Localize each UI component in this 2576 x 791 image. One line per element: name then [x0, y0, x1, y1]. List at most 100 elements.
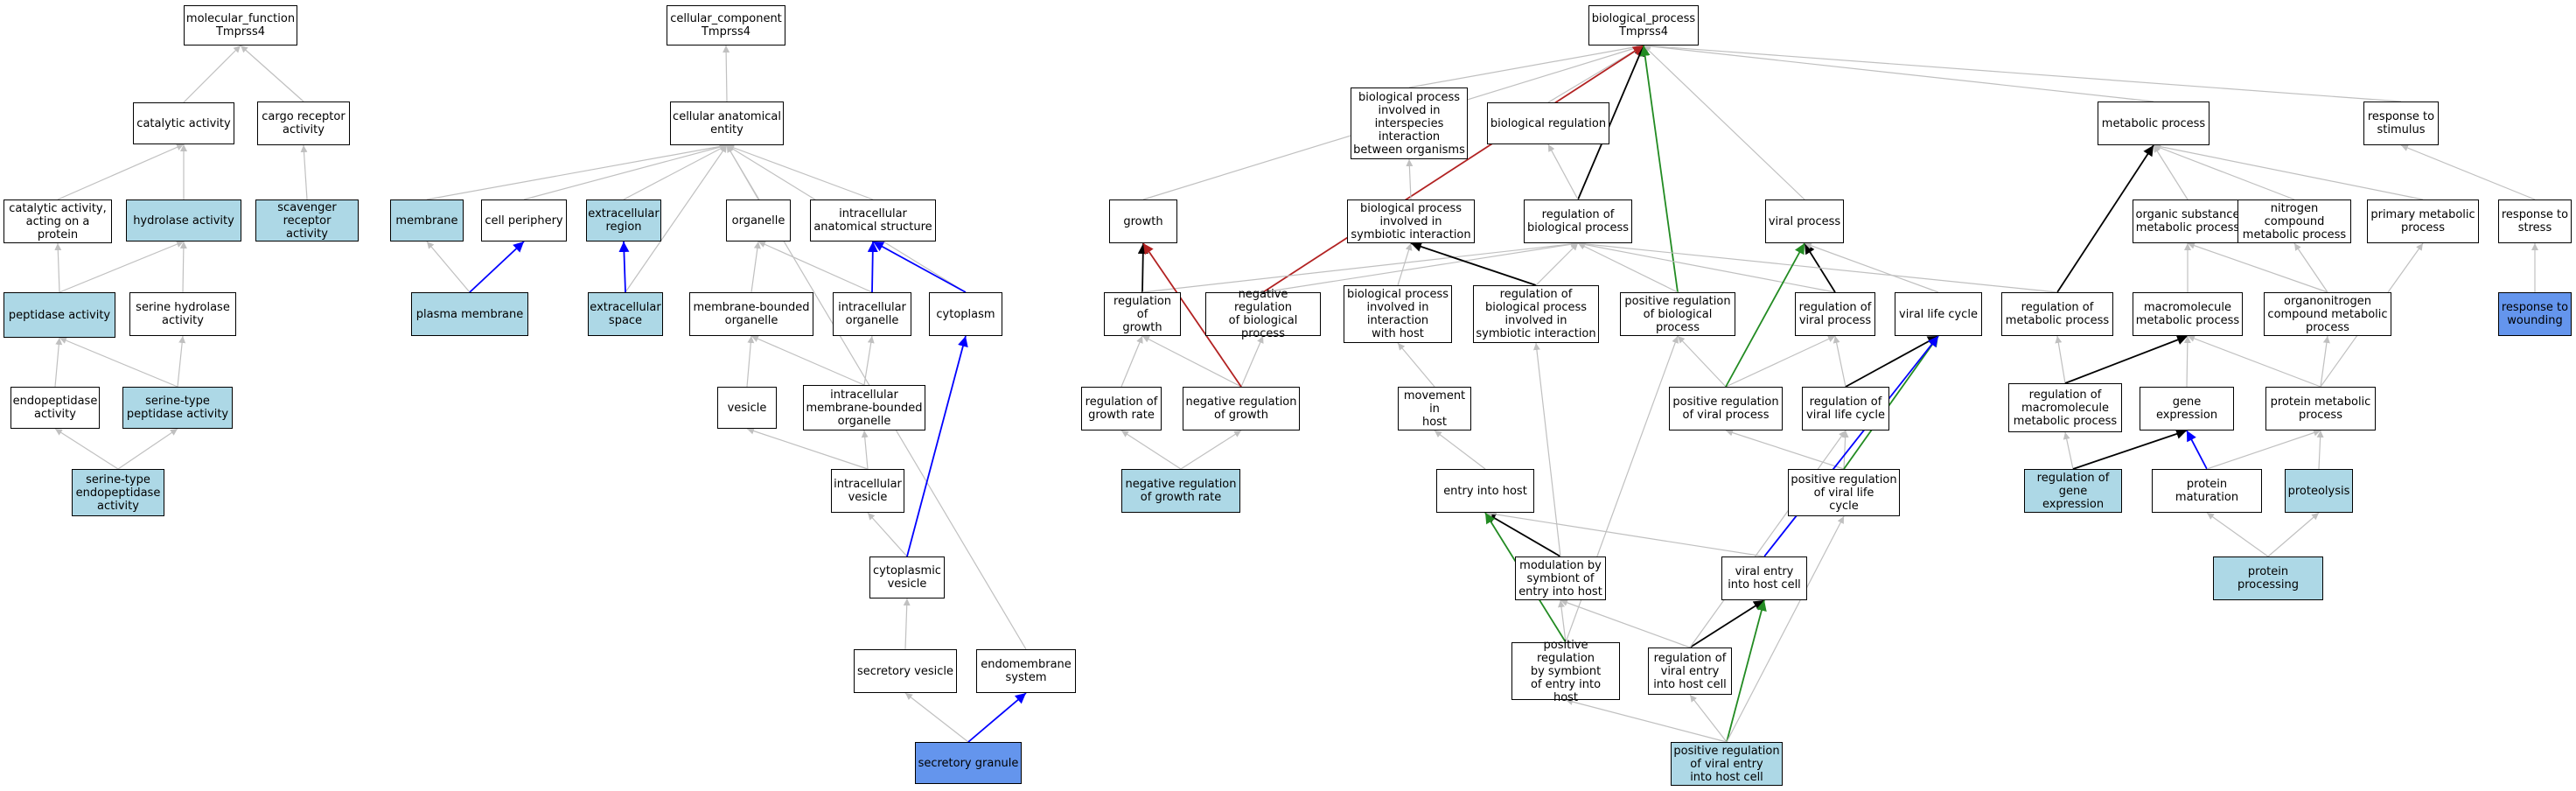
node-positive-regulation-of-viral-life-cycle: positive regulation of viral life cycle	[1788, 469, 1900, 516]
node-regulation-bp-symbiotic-interaction: regulation of biological process involve…	[1473, 285, 1599, 343]
edge-cv-to-iv	[867, 512, 908, 557]
edge-rgr-to-rgrowth	[1120, 335, 1143, 388]
edge-nrbp-to-bp	[1262, 45, 1644, 293]
edge-ias-to-cae	[726, 144, 874, 200]
node-movement-in-host: movement in host	[1398, 387, 1471, 430]
node-bp-interspecies-interaction: biological process involved in interspec…	[1351, 88, 1468, 159]
node-entry-into-host: entry into host	[1436, 469, 1534, 513]
edge-sg-to-sv	[904, 692, 969, 743]
edge-serendo-to-endop	[54, 428, 119, 470]
node-gene-expression: gene expression	[2140, 387, 2234, 430]
node-endopeptidase-activity: endopeptidase activity	[10, 387, 100, 429]
node-peptidase-activity: peptidase activity	[3, 292, 115, 338]
edge-prbp-to-bp	[1639, 45, 1679, 293]
edge-rvlc-to-vlc	[1845, 335, 1939, 388]
edge-pmemb-to-cper	[469, 241, 525, 293]
node-regulation-of-growth: regulation of growth	[1104, 292, 1181, 336]
edge-rgrowth-to-growth	[1137, 242, 1148, 293]
node-nitrogen-compound-metabolic-process: nitrogen compound metabolic process	[2237, 200, 2351, 243]
node-plasma-membrane: plasma membrane	[411, 292, 528, 336]
node-response-to-stress: response to stress	[2498, 200, 2572, 243]
edge-rmmp-to-rmp	[2055, 335, 2066, 384]
edge-protmp-to-mmp	[2187, 335, 2321, 388]
edge-rgrowth-to-rbp	[1141, 240, 1579, 293]
node-negative-regulation-of-biological-process: negative regulation of biological proces…	[1205, 288, 1321, 340]
node-cellular-anatomical-entity: cellular anatomical entity	[670, 102, 784, 145]
node-organonitrogen-compound-metabolic-process: organonitrogen compound metabolic proces…	[2264, 292, 2391, 336]
edge-bphost-to-bpsym	[1397, 242, 1413, 286]
node-protein-maturation: protein maturation	[2152, 469, 2262, 513]
edge-imbo-to-io	[863, 335, 875, 386]
edge-nrg-to-nrbp	[1240, 335, 1264, 388]
edge-vesic-to-mbo	[746, 335, 755, 388]
node-secretory-granule: secretory granule	[915, 742, 1022, 784]
edge-cyto-to-ias	[872, 241, 967, 293]
node-catalytic-activity: catalytic activity	[133, 102, 234, 144]
node-regulation-of-gene-expression: regulation of gene expression	[2024, 469, 2122, 513]
edge-veih-to-eih	[1484, 510, 1765, 557]
node-cargo-receptor-activity: cargo receptor activity	[257, 102, 350, 145]
node-regulation-of-macromolecule-metabolic-process: regulation of macromolecule metabolic pr…	[2008, 383, 2122, 432]
node-serine-type-endopeptidase-activity: serine-type endopeptidase activity	[72, 469, 164, 516]
edge-vp-to-bp	[1643, 45, 1805, 200]
node-viral-life-cycle: viral life cycle	[1895, 292, 1982, 336]
node-biological-regulation: biological regulation	[1487, 102, 1609, 144]
edge-sg-to-endo	[967, 692, 1027, 743]
node-metabolic-process: metabolic process	[2098, 102, 2209, 145]
edge-vlc-to-vp	[1804, 242, 1939, 293]
node-positive-regulation-by-symbiont-of-entry-into-host: positive regulation by symbiont of entry…	[1511, 639, 1620, 704]
edge-nrg-to-growth	[1142, 242, 1242, 388]
edge-rbp-to-breg	[1547, 144, 1579, 200]
node-growth: growth	[1109, 200, 1177, 243]
edge-prvlc-to-rvlc	[1841, 430, 1849, 470]
edge-prveih-to-prvlc	[1726, 515, 1845, 743]
edge-pmat-to-protmp	[2206, 429, 2321, 470]
edge-bpsym-to-bpinter	[1406, 158, 1414, 200]
node-cell-periphery: cell periphery	[481, 200, 567, 242]
edge-sv-to-cv	[903, 598, 911, 650]
node-modulation-by-symbiont-of-entry-into-host: modulation by symbiont of entry into hos…	[1515, 556, 1606, 600]
edge-rge-to-ge	[2072, 429, 2188, 470]
node-regulation-of-growth-rate: regulation of growth rate	[1081, 387, 1162, 430]
node-positive-regulation-of-viral-process: positive regulation of viral process	[1669, 387, 1783, 430]
edge-msym-to-rbpsym	[1532, 342, 1561, 557]
edge-meta-to-bp	[1643, 42, 2154, 102]
edge-pept-to-catprot	[54, 242, 62, 293]
edge-cat-to-mf	[183, 45, 241, 103]
edge-rbpsym-to-bpsym	[1410, 242, 1537, 286]
edge-pmemb-to-memb	[426, 241, 471, 293]
edge-rmmp-to-mmp	[2064, 334, 2189, 384]
node-hydrolase-activity: hydrolase activity	[126, 200, 241, 242]
edge-rge-to-rmmp	[2063, 431, 2074, 470]
edge-cv-to-cyto	[906, 335, 968, 557]
edge-prveih-to-rveih	[1689, 694, 1728, 743]
node-biological-process: biological_process Tmprss4	[1588, 5, 1699, 46]
node-intracellular-membrane-bounded-organelle: intracellular membrane-bounded organelle	[803, 385, 925, 430]
edge-ncmp-to-meta	[2153, 144, 2295, 200]
edge-pproc-to-pmat	[2206, 512, 2269, 557]
edge-prvp-to-rvp	[1725, 335, 1836, 388]
node-intracellular-anatomical-structure: intracellular anatomical structure	[810, 200, 936, 242]
edge-rbp-to-bp	[1577, 45, 1644, 200]
edge-memb-to-cae	[426, 143, 728, 200]
node-serine-type-peptidase-activity: serine-type peptidase activity	[122, 387, 233, 429]
edge-pmp-to-meta	[2153, 143, 2424, 200]
edge-extsp-to-extreg	[618, 241, 630, 293]
node-response-to-stimulus: response to stimulus	[2363, 102, 2439, 145]
edge-cargo-to-mf	[240, 45, 304, 102]
node-viral-process: viral process	[1765, 200, 1844, 243]
node-cytoplasm: cytoplasm	[929, 292, 1002, 336]
edge-mbo-to-organ	[750, 241, 761, 293]
node-bp-symbiotic-interaction: biological process involved in symbiotic…	[1347, 200, 1475, 243]
edge-protmp-to-oncmp	[2320, 335, 2330, 388]
edge-prvp-to-vp	[1725, 242, 1805, 388]
node-protein-metabolic-process: protein metabolic process	[2265, 387, 2376, 430]
edge-rbpsym-to-rbp	[1535, 242, 1579, 286]
edge-msym-to-eih	[1484, 512, 1561, 557]
edge-serendo-to-serpep	[117, 428, 178, 470]
node-intracellular-organelle: intracellular organelle	[833, 292, 911, 336]
node-proteolysis: proteolysis	[2285, 469, 2353, 513]
node-viral-entry-into-host-cell: viral entry into host cell	[1721, 556, 1807, 600]
node-regulation-of-viral-process: regulation of viral process	[1795, 292, 1875, 336]
